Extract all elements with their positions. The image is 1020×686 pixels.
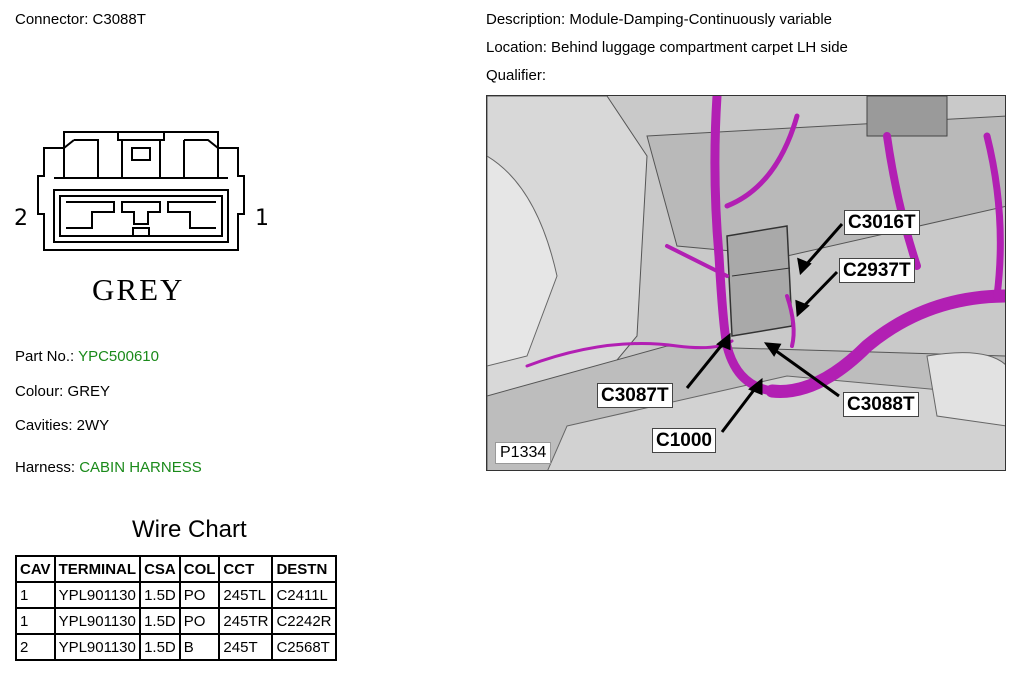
- column-header: DESTN: [271, 555, 337, 583]
- callout-c3087t: C3087T: [597, 383, 673, 408]
- photo-reference-label: P1334: [495, 442, 552, 464]
- wire-chart-table: CAV TERMINAL CSA COL CCT DESTN 1 YPL9011…: [15, 555, 337, 661]
- column-header: TERMINAL: [53, 555, 142, 583]
- wire-chart-title: Wire Chart: [132, 516, 247, 543]
- table-header-row: CAV TERMINAL CSA COL CCT DESTN: [15, 555, 337, 583]
- part-number-link[interactable]: YPC500610: [78, 348, 159, 365]
- terminal-cell: YPL901130: [53, 581, 142, 609]
- cavities-text: Cavities: 2WY: [15, 417, 110, 434]
- col-cell: PO: [178, 581, 221, 609]
- colour-text: Colour: GREY: [15, 383, 111, 400]
- callout-c1000: C1000: [652, 428, 716, 453]
- callout-c2937t: C2937T: [839, 258, 915, 283]
- cct-cell: 245TL: [218, 581, 274, 609]
- location-text: Location: Behind luggage compartment car…: [486, 39, 848, 56]
- part-number-label: Part No.:: [15, 348, 79, 365]
- qualifier-text: Qualifier:: [486, 67, 547, 84]
- location-photo: C3016T C2937T C3087T C3088T C1000 P1334: [486, 95, 1006, 471]
- vehicle-interior-illustration: [487, 96, 1005, 470]
- description-text: Description: Module-Damping-Continuously…: [486, 11, 832, 28]
- pin-number-right: 1: [255, 206, 269, 231]
- table-row: 2 YPL901130 1.5D B 245T C2568T: [15, 633, 337, 661]
- destn-cell: C2411L: [271, 581, 337, 609]
- cav-cell: 2: [15, 633, 56, 661]
- harness-label: Harness:: [15, 459, 80, 476]
- cav-cell: 1: [15, 607, 56, 635]
- column-header: CCT: [218, 555, 274, 583]
- harness-link[interactable]: CABIN HARNESS: [79, 459, 202, 476]
- terminal-cell: YPL901130: [53, 633, 142, 661]
- harness: Harness: CABIN HARNESS: [15, 459, 202, 476]
- pin-number-left: 2: [14, 206, 28, 231]
- col-cell: B: [178, 633, 221, 661]
- csa-cell: 1.5D: [139, 633, 181, 661]
- connector-face-diagram: [37, 131, 245, 251]
- cct-cell: 245TR: [218, 607, 274, 635]
- column-header: COL: [178, 555, 221, 583]
- destn-cell: C2242R: [271, 607, 337, 635]
- column-header: CSA: [139, 555, 181, 583]
- cav-cell: 1: [15, 581, 56, 609]
- col-cell: PO: [178, 607, 221, 635]
- destn-cell: C2568T: [271, 633, 337, 661]
- connector-title: Connector: C3088T: [15, 11, 146, 28]
- connector-colour-label: GREY: [92, 272, 185, 307]
- callout-c3088t: C3088T: [843, 392, 919, 417]
- terminal-cell: YPL901130: [53, 607, 142, 635]
- part-number: Part No.: YPC500610: [15, 348, 159, 365]
- cct-cell: 245T: [218, 633, 274, 661]
- column-header: CAV: [15, 555, 56, 583]
- table-row: 1 YPL901130 1.5D PO 245TR C2242R: [15, 607, 337, 635]
- csa-cell: 1.5D: [139, 607, 181, 635]
- callout-c3016t: C3016T: [844, 210, 920, 235]
- csa-cell: 1.5D: [139, 581, 181, 609]
- table-row: 1 YPL901130 1.5D PO 245TL C2411L: [15, 581, 337, 609]
